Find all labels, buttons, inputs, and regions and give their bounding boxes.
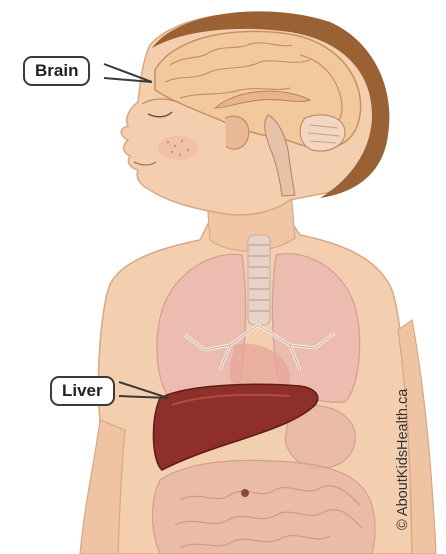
cerebellum: [300, 115, 345, 151]
brain-label: Brain: [23, 56, 90, 86]
navel: [241, 489, 249, 497]
intestines: [153, 460, 376, 554]
cheek: [158, 136, 198, 160]
liver-label: Liver: [50, 376, 115, 406]
copyright-credit: © AboutKidsHealth.ca: [394, 410, 412, 530]
left-arm: [80, 420, 125, 554]
ear: [225, 116, 249, 149]
